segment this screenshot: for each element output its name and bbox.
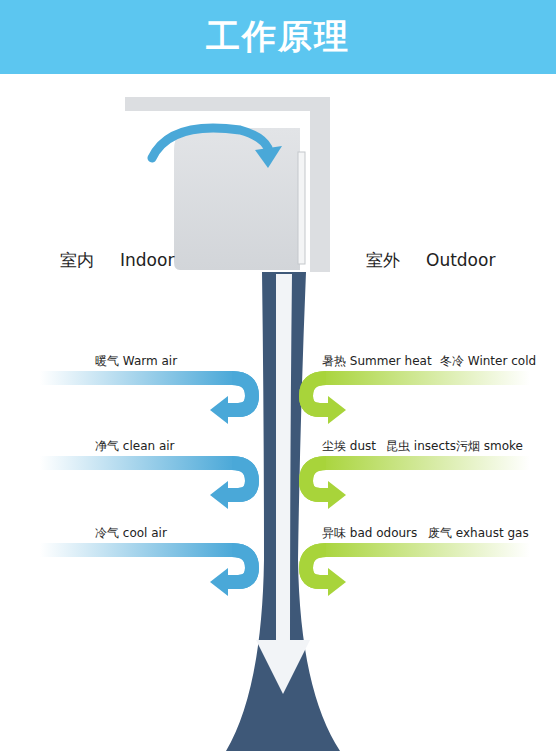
air-label: 尘埃 dust [322, 439, 376, 453]
outdoor-arrows [306, 378, 530, 596]
down-arrowhead [256, 640, 310, 694]
air-label: 净气 clean air [95, 439, 175, 453]
air-label: 异味 bad odours [322, 526, 417, 540]
wall-top [125, 97, 330, 111]
region-label: Outdoor [426, 250, 495, 270]
air-label: 昆虫 insects [386, 439, 456, 453]
air-label: 暖气 Warm air [95, 354, 177, 368]
region-label: Indoor [120, 250, 174, 270]
title-text: 工作原理 [206, 16, 350, 57]
air-label: 污烟 smoke [456, 439, 523, 453]
intake-arrow [152, 128, 268, 158]
air-curtain-body [174, 128, 300, 270]
air-label: 冬冷 Winter cold [440, 354, 536, 368]
air-label: 冷气 cool air [95, 526, 167, 540]
title-band [0, 0, 556, 74]
wall-side [310, 97, 330, 272]
indoor-arrows [40, 378, 252, 596]
air-label: 废气 exhaust gas [428, 526, 529, 540]
device-panel [298, 152, 305, 264]
intake-arrowhead [255, 146, 282, 168]
air-stream-core [276, 274, 292, 642]
air-stream [226, 272, 340, 751]
region-label: 室内 [60, 250, 94, 270]
region-label: 室外 [366, 250, 400, 270]
air-label: 暑热 Summer heat [322, 354, 432, 368]
